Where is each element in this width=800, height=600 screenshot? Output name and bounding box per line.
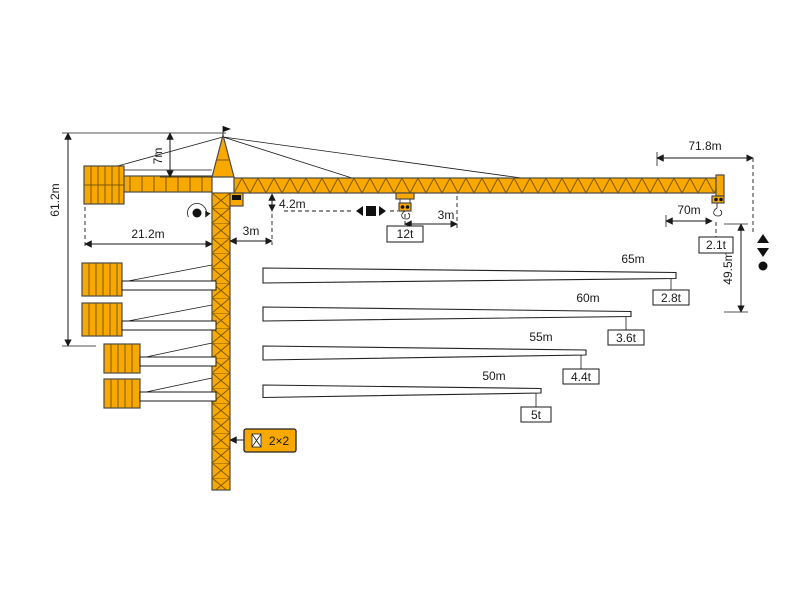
dim-total-height-label: 61.2m: [48, 183, 62, 216]
dim-counter-jib-radius: 21.2m: [84, 207, 213, 249]
hook-icon: [401, 210, 411, 220]
dim-hook-offset-label: 3m: [438, 208, 455, 222]
slewing-rotation-icon: [187, 203, 211, 218]
jib-option-55m-length: 55m: [529, 330, 552, 344]
trolley-travel-icon: [340, 206, 398, 216]
jib-option-50m-length: 50m: [482, 369, 505, 383]
tower-top: [211, 126, 235, 178]
operator-cab: [229, 192, 244, 207]
dim-tower-top-height: 7m: [151, 132, 212, 178]
dim-jib-clearance-label: 4.2m: [279, 197, 306, 211]
capacity-tip: 2.1t: [698, 236, 734, 254]
hook-hoist-icon: [757, 234, 769, 271]
jib-option-55m-capacity: 4.4t: [571, 370, 592, 384]
tie-ropes: [102, 136, 537, 181]
tip-hook: [711, 195, 725, 217]
jib-option-55m: 55m 4.4t: [262, 330, 600, 385]
ballast-row-3: [103, 342, 217, 374]
capacity-max: 12t: [386, 225, 424, 243]
jib-option-65m: 65m 2.8t: [262, 252, 690, 306]
ballast-row-1: [81, 262, 217, 297]
mast-section-label: 2×2: [269, 434, 290, 448]
tip-hook-icon: [713, 203, 723, 217]
ballast-row-2: [81, 302, 217, 337]
jib-option-60m-capacity: 3.6t: [616, 331, 637, 345]
mast-section-callout: 2×2: [229, 428, 297, 453]
motion-icons: [187, 203, 769, 271]
dim-hook-height-label: 49.5m: [721, 251, 735, 284]
dim-min-radius-label: 3m: [243, 224, 260, 238]
apex-flag-icon: [223, 126, 231, 132]
crane-structure: [81, 126, 725, 491]
jib-option-50m: 50m 5t: [262, 369, 552, 423]
capacity-max-label: 12t: [397, 227, 414, 241]
ballast-row-4: [103, 377, 217, 409]
jib-option-60m-length: 60m: [576, 291, 599, 305]
dim-jib-clearance: 4.2m: [268, 193, 352, 212]
dim-tower-top-label: 7m: [151, 148, 165, 165]
trolley-hook: [395, 192, 415, 220]
jib-option-65m-capacity: 2.8t: [661, 291, 682, 305]
dim-hook-radius-label: 70m: [677, 203, 700, 217]
dim-counter-jib-label: 21.2m: [131, 227, 164, 241]
dim-hook-height: 49.5m: [721, 223, 748, 313]
dim-min-radius: 3m: [229, 214, 273, 245]
dim-jib-total: 71.8m: [656, 139, 754, 235]
mast: [211, 192, 231, 491]
dimensions: 61.2m 7m 21.2m 3m 4.2m: [48, 132, 754, 347]
jib-option-50m-capacity: 5t: [531, 408, 542, 422]
dim-jib-total-label: 71.8m: [688, 139, 721, 153]
counter-jib: [117, 169, 213, 193]
capacity-tip-label: 2.1t: [706, 238, 727, 252]
dim-hook-radius: 70m: [665, 203, 717, 237]
main-jib: [233, 174, 725, 197]
dim-hook-offset: 3m: [404, 196, 458, 230]
jib-tip: [715, 174, 725, 197]
dim-total-height: 61.2m: [48, 132, 96, 347]
counterweight-block: [83, 165, 125, 205]
jib-option-60m: 60m 3.6t: [262, 291, 645, 346]
jib-option-65m-length: 65m: [621, 252, 644, 266]
